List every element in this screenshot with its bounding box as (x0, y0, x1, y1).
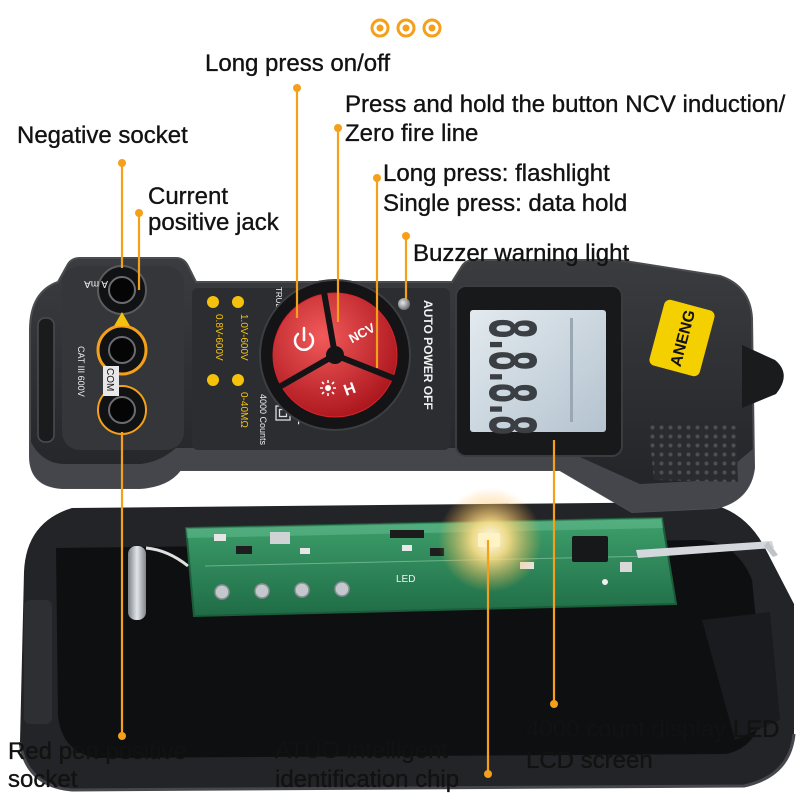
label-line: Red pen positive (8, 738, 187, 765)
pcb-led-label: LED (396, 574, 415, 585)
callout-label-chip: ATUO intelligent identification chip (275, 736, 459, 794)
callout-label-negative-socket: Negative socket (17, 122, 188, 150)
label-line: Long press on/off (205, 50, 391, 77)
continuity-icon (207, 374, 219, 386)
callout-label-lcd-screen: 4000 count display LED LCD screen (526, 714, 780, 776)
decor-dots (370, 18, 442, 38)
lcd-reading: 8.8.8.8 (475, 318, 549, 436)
power-icon (293, 326, 315, 351)
speaker-grill (648, 420, 738, 482)
label-line: Press and hold the button NCV induction/ (345, 91, 786, 118)
callout-label-power: Long press on/off (205, 50, 390, 78)
label-line: Long press: flashlight (383, 160, 610, 187)
auto-power-off-label: AUTO POWER OFF (421, 300, 435, 410)
solder-pad (334, 581, 350, 597)
socket-panel: A mA COM CAT III 600V (62, 265, 184, 450)
ac-range-label: 1.0V-600V (238, 314, 249, 361)
category-label: CAT III 600V (76, 346, 86, 397)
hold-button-label: H (342, 380, 359, 400)
button-cluster: NCV H (259, 279, 411, 431)
label-line: Single press: data hold (383, 190, 628, 217)
lcd-display: 8.8.8.8 (455, 285, 623, 457)
probe-holder (742, 345, 784, 408)
callout-label-red-pen-socket: Red pen positive socket (8, 738, 187, 794)
com-label: COM (104, 368, 115, 391)
brand-logo: ANENG (649, 299, 715, 377)
power-button (293, 326, 315, 351)
solder-pad (294, 582, 310, 598)
counts-label: 4000 Counts (258, 394, 268, 446)
current-jack-label: A mA (84, 278, 108, 289)
solder-pad (214, 584, 230, 600)
ac-voltage-icon (207, 296, 219, 308)
label-line: ATUO intelligent (275, 737, 448, 764)
dc-range-label: 0.8V-600V (213, 314, 224, 361)
callout-label-ncv: Press and hold the button NCV induction/… (345, 90, 786, 148)
resistance-range-label: 0-40MΩ (238, 392, 249, 428)
ic-chip (572, 536, 608, 562)
hold-button: H (320, 380, 358, 400)
side-grip (37, 317, 55, 443)
buzzer-light-icon (398, 298, 410, 310)
dc-voltage-icon (232, 296, 244, 308)
label-line: socket (8, 766, 78, 793)
label-line: Zero fire line (345, 120, 479, 147)
label-line: Negative socket (17, 122, 188, 149)
battery-contact (128, 546, 146, 620)
label-line: LCD screen (526, 747, 653, 774)
label-line: identification chip (275, 766, 460, 793)
callout-label-buzzer: Buzzer warning light (413, 240, 629, 268)
flashlight-icon (320, 380, 336, 396)
callout-label-flashlight: Long press: flashlight Single press: dat… (383, 159, 628, 219)
label-line: positive jack (148, 209, 279, 236)
warning-icon (114, 312, 130, 326)
callout-lines (120, 88, 556, 774)
label-line: Current (148, 183, 229, 210)
resistance-icon (232, 374, 244, 386)
callout-dots (118, 84, 558, 778)
solder-pad (254, 583, 270, 599)
callout-label-current-jack: Current positive jack (148, 183, 279, 236)
label-line: 4000 count display LED (526, 716, 780, 743)
label-line: Buzzer warning light (413, 240, 630, 267)
metal-contact-strip (636, 541, 774, 558)
